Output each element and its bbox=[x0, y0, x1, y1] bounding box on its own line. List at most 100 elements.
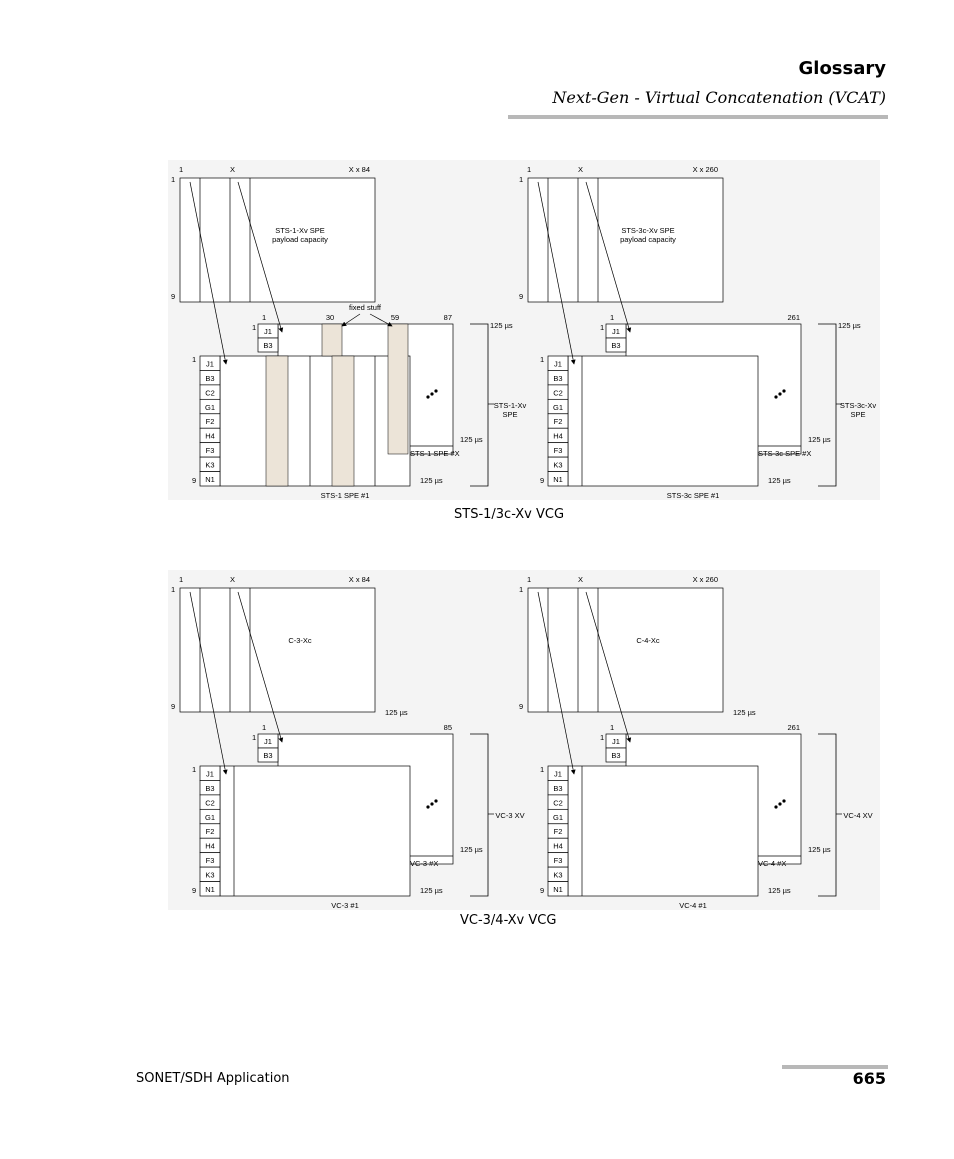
spe-label: STS-1 SPE #X bbox=[410, 449, 460, 458]
overhead-label: F2 bbox=[206, 417, 215, 426]
ellipsis-dot bbox=[774, 395, 778, 399]
overhead-label: C2 bbox=[205, 388, 215, 397]
overhead-label: B3 bbox=[611, 751, 620, 760]
column-number-label: 30 bbox=[326, 313, 334, 322]
overhead-cell bbox=[605, 337, 627, 353]
bracket-label: VC-3 XV bbox=[495, 811, 524, 820]
overhead-label: J1 bbox=[264, 737, 272, 746]
ellipsis-dot bbox=[426, 805, 430, 809]
overhead-label: H4 bbox=[205, 842, 215, 851]
row-number-label: 1 bbox=[519, 175, 523, 184]
vcg-bracket bbox=[818, 733, 837, 897]
payload-capacity-frame bbox=[527, 587, 724, 713]
payload-label: STS-3c-Xv SPE bbox=[621, 226, 674, 235]
row-number-label: 9 bbox=[192, 886, 196, 895]
fixed-stuff-arrow bbox=[341, 313, 361, 327]
spe-label: STS-1 SPE #1 bbox=[321, 491, 370, 500]
ellipsis-dot bbox=[782, 389, 786, 393]
time-label: 125 µs bbox=[838, 321, 861, 330]
column-max-label: 85 bbox=[444, 723, 452, 732]
ellipsis-dot bbox=[778, 802, 782, 806]
mapping-arrow bbox=[537, 591, 576, 775]
overhead-label: B3 bbox=[205, 374, 214, 383]
column-number-label: 1 bbox=[610, 313, 614, 322]
row-number-label: 1 bbox=[600, 323, 604, 332]
payload-label: STS-1-Xv SPE bbox=[275, 226, 325, 235]
ellipsis-dot bbox=[430, 392, 434, 396]
time-label: 125 µs bbox=[460, 435, 483, 444]
overhead-label: K3 bbox=[205, 871, 214, 880]
vcg-bracket bbox=[470, 733, 489, 897]
overhead-label: B3 bbox=[611, 341, 620, 350]
overhead-label: J1 bbox=[612, 327, 620, 336]
footer-rule bbox=[782, 1065, 888, 1069]
overhead-label: F3 bbox=[206, 446, 215, 455]
figure-caption: STS-1/3c-Xv VCG bbox=[454, 507, 565, 522]
overhead-label: H4 bbox=[553, 842, 563, 851]
column-max-label: X x 84 bbox=[349, 575, 370, 584]
ellipsis-dot bbox=[434, 389, 438, 393]
fixed-stuff-column bbox=[265, 355, 289, 487]
bracket-label: STS-1-Xv bbox=[494, 401, 527, 410]
row-number-label: 1 bbox=[171, 175, 175, 184]
spe-label: VC-3 #X bbox=[410, 859, 438, 868]
row-number-label: 9 bbox=[540, 886, 544, 895]
row-number-label: 1 bbox=[192, 355, 196, 364]
time-label: 125 µs bbox=[768, 476, 791, 485]
column-x-label: X bbox=[230, 575, 235, 584]
ellipsis-dot bbox=[434, 799, 438, 803]
fixed-stuff-column bbox=[331, 355, 355, 487]
overhead-label: J1 bbox=[554, 769, 562, 778]
column-max-label: 261 bbox=[787, 313, 800, 322]
overhead-label: J1 bbox=[554, 359, 562, 368]
spe-label: VC-4 #X bbox=[758, 859, 786, 868]
ellipsis-dot bbox=[774, 805, 778, 809]
fixed-stuff-label: fixed stuff bbox=[349, 303, 382, 312]
overhead-cell bbox=[199, 471, 221, 487]
overhead-cell bbox=[547, 471, 569, 487]
page-section-title: Glossary bbox=[798, 58, 887, 79]
mapping-arrow bbox=[189, 181, 228, 365]
overhead-cell bbox=[605, 747, 627, 763]
overhead-label: G1 bbox=[553, 403, 563, 412]
time-label: 125 µs bbox=[420, 476, 443, 485]
footer-section: SONET/SDH Application bbox=[136, 1071, 290, 1086]
overhead-label: G1 bbox=[205, 813, 215, 822]
payload-label: payload capacity bbox=[272, 235, 328, 244]
row-number-label: 1 bbox=[519, 585, 523, 594]
overhead-label: F2 bbox=[554, 417, 563, 426]
overhead-label: F3 bbox=[554, 446, 563, 455]
overhead-label: N1 bbox=[553, 885, 563, 894]
spe-label: VC-4 #1 bbox=[679, 901, 707, 910]
column-number-label: 59 bbox=[391, 313, 399, 322]
overhead-label: F2 bbox=[206, 827, 215, 836]
row-number-label: 1 bbox=[192, 765, 196, 774]
overhead-label: B3 bbox=[553, 784, 562, 793]
row-number-label: 1 bbox=[540, 355, 544, 364]
overhead-label: B3 bbox=[553, 374, 562, 383]
overhead-label: K3 bbox=[205, 461, 214, 470]
overhead-label: N1 bbox=[205, 885, 215, 894]
fixed-stuff-column bbox=[321, 323, 343, 357]
overhead-label: B3 bbox=[263, 751, 272, 760]
overhead-label: J1 bbox=[206, 769, 214, 778]
overhead-label: J1 bbox=[206, 359, 214, 368]
spe-label: VC-3 #1 bbox=[331, 901, 359, 910]
column-number-label: 1 bbox=[262, 723, 266, 732]
column-max-label: 87 bbox=[444, 313, 452, 322]
column-number-label: 1 bbox=[179, 165, 183, 174]
overhead-label: B3 bbox=[205, 784, 214, 793]
header-rule bbox=[508, 115, 888, 119]
overhead-label: B3 bbox=[263, 341, 272, 350]
row-number-label: 9 bbox=[519, 292, 523, 301]
overhead-label: G1 bbox=[553, 813, 563, 822]
row-number-label: 1 bbox=[600, 733, 604, 742]
overhead-label: C2 bbox=[553, 388, 563, 397]
spe-front-frame bbox=[567, 355, 759, 487]
column-number-label: 1 bbox=[527, 165, 531, 174]
row-number-label: 1 bbox=[540, 765, 544, 774]
row-number-label: 1 bbox=[252, 323, 256, 332]
overhead-label: F2 bbox=[554, 827, 563, 836]
